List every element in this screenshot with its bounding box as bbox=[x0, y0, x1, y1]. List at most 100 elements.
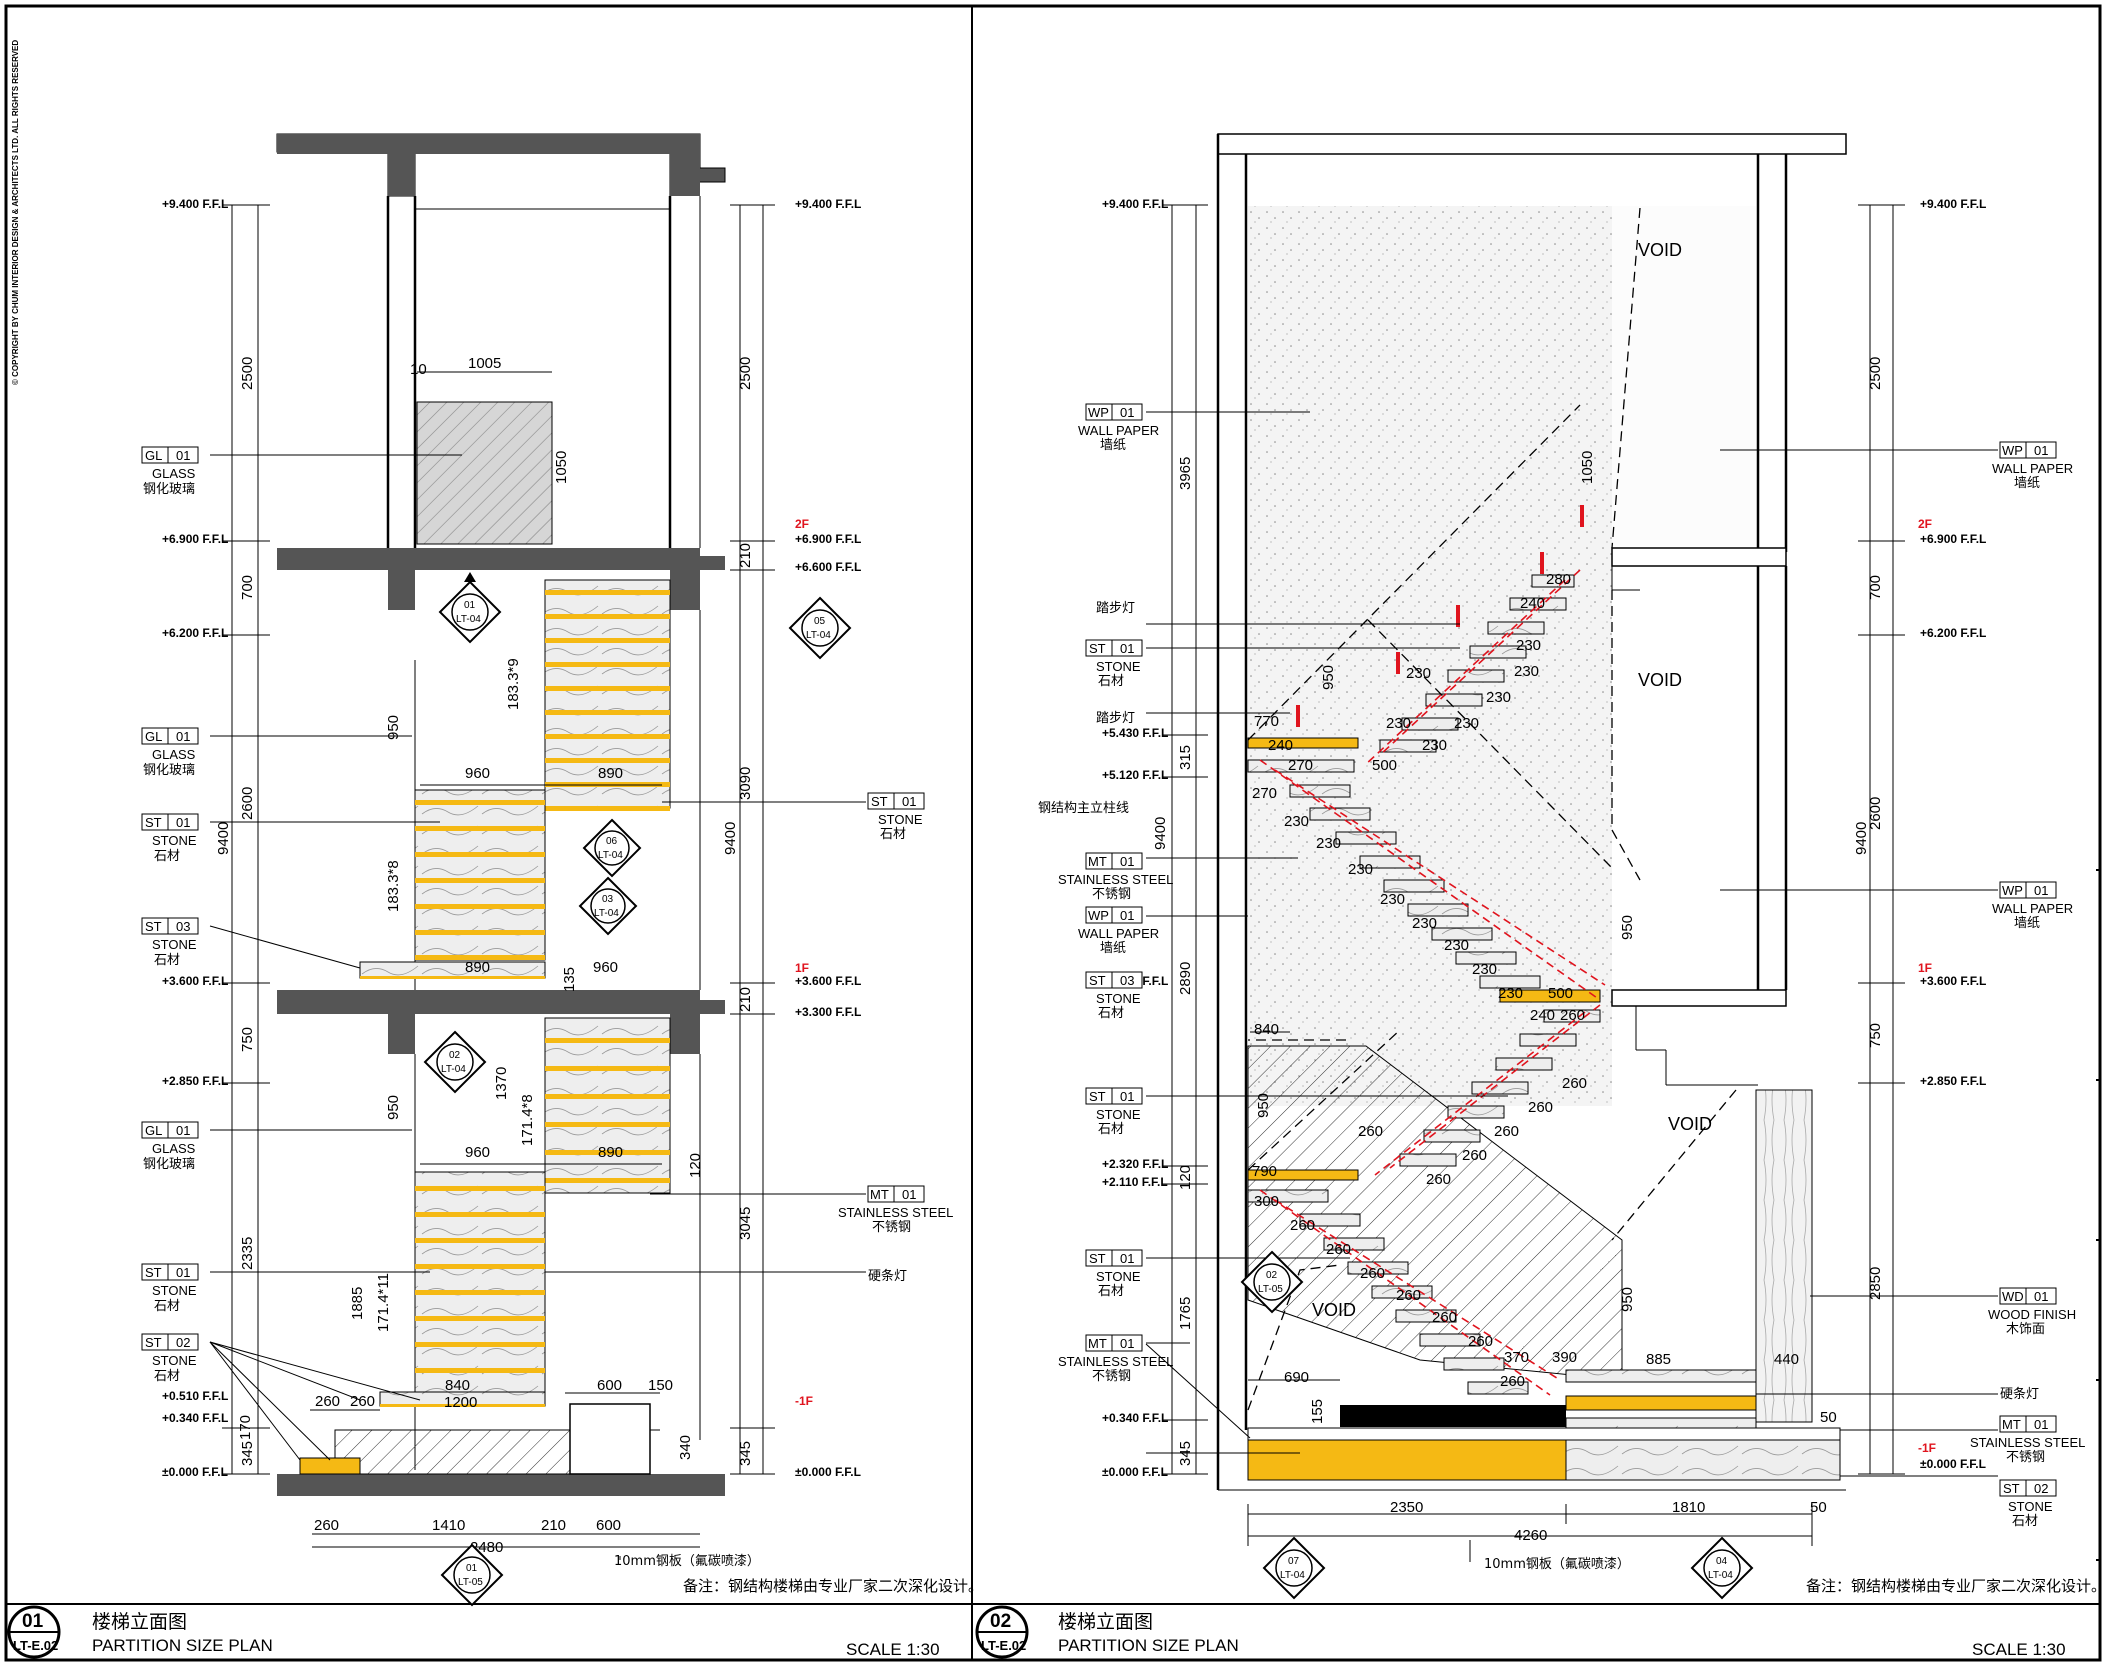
dim-230-i: 230 bbox=[1316, 835, 1341, 852]
dim-280: 280 bbox=[1546, 571, 1571, 588]
dim-260-c: 260 bbox=[1528, 1099, 1553, 1116]
dim-230-f: 230 bbox=[1386, 715, 1411, 732]
dim-750-rr: 750 bbox=[1867, 1023, 1884, 1048]
svg-text:木饰面: 木饰面 bbox=[2006, 1322, 2045, 1337]
remark-left: 备注：钢结构楼梯由专业厂家二次深化设计。 bbox=[683, 1577, 983, 1595]
level-3300-left-b: +3.300 F.F.L bbox=[795, 1005, 861, 1019]
svg-text:MT: MT bbox=[1088, 1336, 1107, 1351]
dim-260-h: 260 bbox=[1290, 1217, 1315, 1234]
level-6900-left-a: +6.900 F.F.L bbox=[162, 532, 228, 546]
svg-text:WALL PAPER: WALL PAPER bbox=[1078, 926, 1159, 941]
right-wood-column bbox=[1755, 1089, 1813, 1423]
dim-9400-rr: 9400 bbox=[1853, 822, 1870, 855]
svg-text:01: 01 bbox=[464, 600, 476, 611]
svg-text:01: 01 bbox=[1120, 641, 1134, 656]
right-material-tags: WP 01 WALL PAPER 墙纸 ST 01 STONE 石材 MT 01… bbox=[1038, 240, 2104, 1595]
svg-text:墙纸: 墙纸 bbox=[1100, 941, 1126, 956]
dim-230-c: 230 bbox=[1406, 665, 1431, 682]
svg-text:墙纸: 墙纸 bbox=[1100, 438, 1126, 453]
right-base-slab bbox=[1247, 1427, 1841, 1441]
left-level-labels: +9.400 F.F.L +6.900 F.F.L +6.200 F.F.L +… bbox=[162, 197, 861, 1479]
level-0340-right-a: +0.340 F.F.L bbox=[1102, 1411, 1168, 1425]
svg-text:STONE: STONE bbox=[152, 1283, 197, 1298]
callout-04-lt04: 04 LT-04 bbox=[1690, 1536, 1754, 1600]
svg-text:ST: ST bbox=[145, 815, 162, 830]
svg-text:石材: 石材 bbox=[1098, 1006, 1124, 1021]
tag-mt01-right-c: MT 01 STAINLESS STEEL 不锈钢 bbox=[1970, 1415, 2085, 1465]
svg-text:WP: WP bbox=[2002, 443, 2023, 458]
dim-1050: 1050 bbox=[553, 451, 570, 484]
title-cn-left: 楼梯立面图 bbox=[92, 1611, 187, 1633]
level-0000-right-b: ±0.000 F.F.L bbox=[1920, 1457, 1986, 1471]
svg-text:WALL PAPER: WALL PAPER bbox=[1078, 423, 1159, 438]
dim-2890: 2890 bbox=[1177, 962, 1194, 995]
dim-960-landing: 960 bbox=[593, 959, 618, 976]
dim-120: 120 bbox=[687, 1153, 704, 1178]
dim-345-l: 345 bbox=[239, 1441, 256, 1466]
void-label-b: VOID bbox=[1638, 670, 1682, 690]
svg-text:STONE: STONE bbox=[152, 1353, 197, 1368]
svg-text:GL: GL bbox=[145, 729, 162, 744]
floor-2f-right: 2F bbox=[1918, 517, 1932, 531]
svg-text:STONE: STONE bbox=[152, 937, 197, 952]
dim-260-g: 260 bbox=[1426, 1171, 1451, 1188]
dim-2850-rr: 2850 bbox=[1867, 1267, 1884, 1300]
dim-500-b: 500 bbox=[1548, 985, 1573, 1002]
right-leaders bbox=[1145, 411, 1998, 1562]
tag-st01-left-b: ST 01 STONE 石材 bbox=[141, 1263, 199, 1314]
svg-text:ST: ST bbox=[1089, 973, 1106, 988]
svg-text:石材: 石材 bbox=[154, 1299, 180, 1314]
level-3600-left-b: +3.600 F.F.L bbox=[795, 974, 861, 988]
dim-890-landing: 890 bbox=[465, 959, 490, 976]
svg-text:LT-04: LT-04 bbox=[441, 1064, 466, 1075]
svg-text:石材: 石材 bbox=[2012, 1514, 2038, 1529]
right-edge-ticks bbox=[2096, 869, 2100, 1561]
dim-260-j: 260 bbox=[1360, 1265, 1385, 1282]
svg-text:ST: ST bbox=[2003, 1481, 2020, 1496]
tag-st01-right-a: ST 01 STONE 石材 bbox=[1085, 639, 1143, 689]
svg-text:WALL PAPER: WALL PAPER bbox=[1992, 901, 2073, 916]
left-2f-slab-ext bbox=[700, 556, 725, 570]
dim-171-8: 171.4*8 bbox=[519, 1094, 536, 1146]
right-step-lights bbox=[1296, 505, 1584, 727]
svg-text:01: 01 bbox=[176, 1123, 190, 1138]
right-bottom-landing-strip bbox=[1565, 1395, 1757, 1411]
dim-890-lower: 890 bbox=[598, 1144, 623, 1161]
level-3600-left-a: +3.600 F.F.L bbox=[162, 974, 228, 988]
dim-370: 370 bbox=[1504, 1349, 1529, 1366]
dim-230-m: 230 bbox=[1444, 937, 1469, 954]
tag-st01-right-b: ST 01 STONE 石材 bbox=[1085, 1087, 1143, 1137]
svg-text:STONE: STONE bbox=[152, 833, 197, 848]
left-top-drop-right bbox=[670, 150, 700, 196]
svg-text:ST: ST bbox=[145, 919, 162, 934]
left-base-tread bbox=[299, 1457, 361, 1475]
svg-text:LT-04: LT-04 bbox=[598, 850, 623, 861]
tag-wp01-right-d: WP 01 WALL PAPER 墙纸 bbox=[1992, 881, 2073, 931]
svg-text:WD: WD bbox=[2002, 1289, 2024, 1304]
right-upper-run-treads bbox=[1247, 574, 1601, 1003]
svg-text:STONE: STONE bbox=[1096, 659, 1141, 674]
steel-plate-note-right: 10mm钢板（氟碳喷漆） bbox=[1484, 1556, 1630, 1572]
left-elevation bbox=[209, 133, 866, 1560]
dim-135: 135 bbox=[561, 967, 578, 992]
steel-column-note: 钢结构主立柱线 bbox=[1038, 801, 1129, 816]
dim-690: 690 bbox=[1284, 1369, 1309, 1386]
svg-text:01: 01 bbox=[176, 729, 190, 744]
callout-02-lt05: 02 LT-05 bbox=[1240, 1250, 1304, 1314]
svg-text:STAINLESS STEEL: STAINLESS STEEL bbox=[1970, 1435, 2085, 1450]
step-light-note-a: 踏步灯 bbox=[1096, 601, 1135, 616]
left-material-tags: GL 01 GLASS 钢化玻璃 GL 01 GLASS 钢化玻璃 ST 01 … bbox=[141, 446, 983, 1595]
dim-260-a: 260 bbox=[1560, 1007, 1585, 1024]
steel-plate-note-left: 10mm钢板（氟碳喷漆） bbox=[614, 1553, 760, 1569]
callout-03-lt04: 03 LT-04 bbox=[578, 876, 638, 936]
dim-600-bottom: 600 bbox=[596, 1517, 621, 1534]
dim-770: 770 bbox=[1254, 713, 1279, 730]
svg-text:WP: WP bbox=[1088, 405, 1109, 420]
svg-text:ST: ST bbox=[145, 1335, 162, 1350]
level-2110-right-a: +2.110 F.F.L bbox=[1102, 1175, 1168, 1189]
svg-text:石材: 石材 bbox=[1098, 674, 1124, 689]
dim-10: 10 bbox=[410, 361, 427, 378]
left-1f-slab-drop-a bbox=[388, 1014, 415, 1054]
dim-345-r: 345 bbox=[1177, 1441, 1194, 1466]
dim-183-8: 183.3*8 bbox=[385, 860, 402, 912]
